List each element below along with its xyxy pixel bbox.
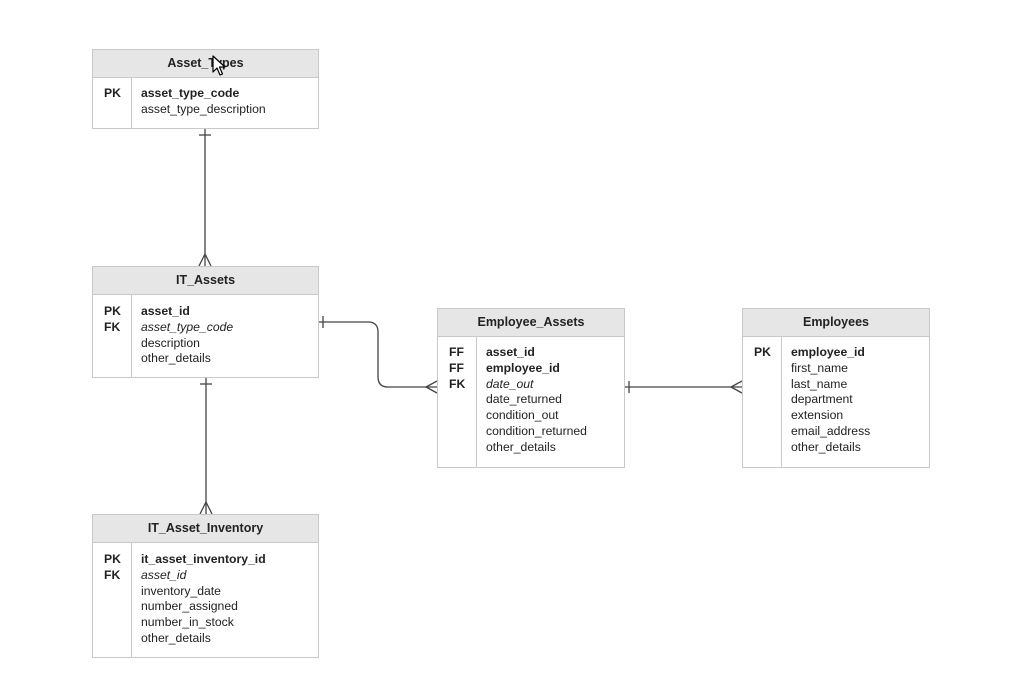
attribute: other_details [486,439,556,454]
key-label: FF [449,360,464,375]
relationship-employees-employee-assets [625,380,743,394]
attribute: other_details [791,439,861,454]
attribute: employee_id [791,345,865,359]
attribute: asset_type_code [141,86,240,100]
attribute: extension [791,408,844,423]
attribute: asset_id [141,567,187,582]
key-label: FK [449,376,466,391]
attribute: department [791,392,853,407]
attribute: other_details [141,351,211,366]
attribute: other_details [141,630,211,645]
entity-employees[interactable]: Employees PK employee_id first_name last… [742,308,930,468]
attribute-column: employee_id first_name last_name departm… [791,345,929,456]
key-column: PK FK [93,294,132,377]
entity-employee-assets[interactable]: Employee_Assets FF FF FK asset_id employ… [437,308,625,468]
attribute: asset_type_description [141,101,266,116]
attribute: email_address [791,423,871,438]
attribute: inventory_date [141,583,221,598]
attribute: asset_id [141,304,190,318]
key-label: FK [104,319,121,334]
attribute: date_out [486,376,534,391]
key-label: PK [104,552,121,566]
key-label [93,351,131,367]
attribute-column: asset_id asset_type_code description oth… [141,304,318,367]
attribute: asset_id [486,345,535,359]
mouse-pointer-icon [212,55,226,76]
key-label: FK [104,567,121,582]
attribute: condition_returned [486,423,587,438]
attribute-column: asset_id employee_id date_out date_retur… [486,345,624,456]
attribute-column: it_asset_inventory_id asset_id inventory… [141,552,318,647]
relationship-asset-types-it-assets [198,129,212,267]
attribute: it_asset_inventory_id [141,552,266,566]
key-column: PK [743,336,782,467]
entity-title: Asset_Types [93,50,318,78]
entity-it-asset-inventory[interactable]: IT_Asset_Inventory PK FK it_asset_invent… [92,514,319,658]
attribute: employee_id [486,360,560,375]
key-label [93,336,131,352]
key-label: PK [104,304,121,318]
entity-title: Employee_Assets [438,309,624,337]
attribute: asset_type_code [141,319,234,334]
attribute: last_name [791,376,848,391]
key-column: PK FK [93,542,132,657]
entity-title: Employees [743,309,929,337]
attribute-column: asset_type_code asset_type_description [141,86,318,118]
entity-asset-types[interactable]: Asset_Types PK asset_type_code asset_typ… [92,49,319,129]
attribute: first_name [791,360,848,375]
attribute: description [141,335,200,350]
attribute: condition_out [486,408,559,423]
key-column: PK [93,77,132,128]
entity-title: IT_Asset_Inventory [93,515,318,543]
key-label: PK [104,86,121,100]
key-column: FF FF FK [438,336,477,467]
entity-title: IT_Assets [93,267,318,295]
relationship-it-assets-inventory [199,378,213,515]
key-label: FF [449,345,464,359]
key-label [93,102,131,118]
attribute: number_assigned [141,599,238,614]
relationship-it-assets-employee-assets [319,316,438,394]
key-label: PK [754,345,771,359]
attribute: date_returned [486,392,562,407]
attribute: number_in_stock [141,615,234,630]
entity-it-assets[interactable]: IT_Assets PK FK asset_id asset_type_code… [92,266,319,378]
